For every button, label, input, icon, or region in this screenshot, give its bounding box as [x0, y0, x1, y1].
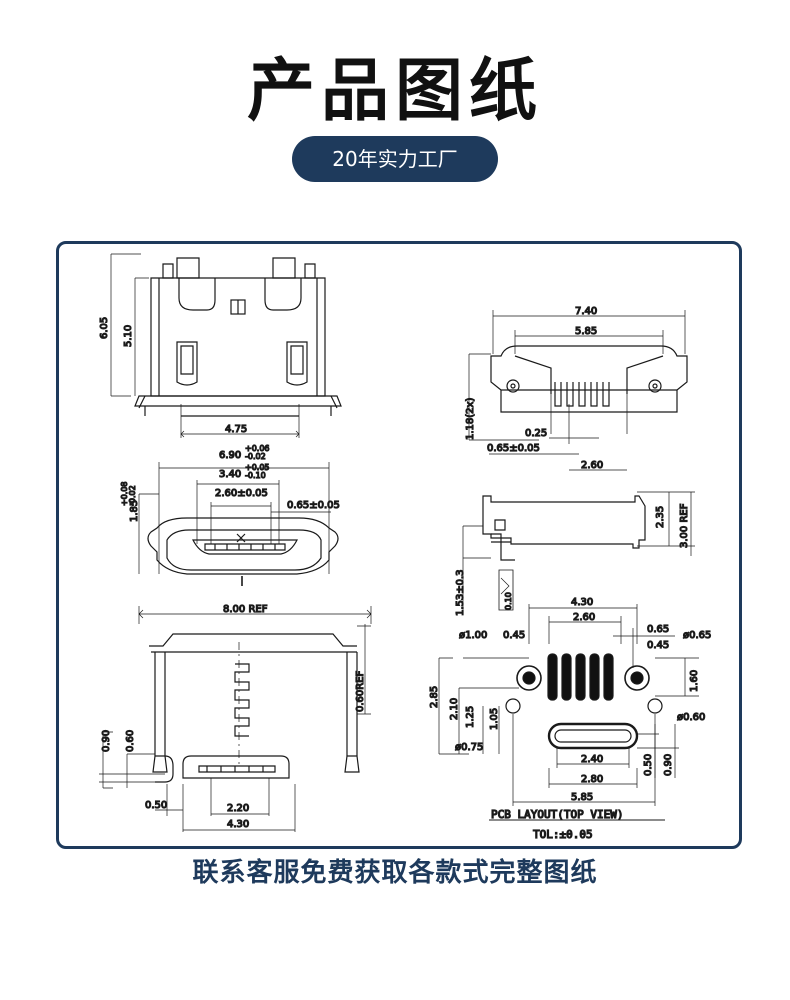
side-view — [99, 606, 372, 832]
dim-1.18: 1.18(2x) — [465, 398, 476, 440]
dim-6.90-tol-up: +0.06 — [245, 444, 270, 453]
dim-0.90: 0.90 — [101, 730, 112, 752]
page-title: 产品图纸 — [246, 52, 543, 131]
dim-2.35: 2.35 — [655, 506, 666, 528]
pcb-dim-0.50: 0.50 — [643, 754, 654, 776]
pcb-dim-2.60: 2.60 — [573, 612, 595, 623]
dim-4.30: 4.30 — [227, 819, 249, 830]
dim-3.40-tol-up: +0.05 — [245, 463, 270, 472]
dim-2.60-right: 2.60 — [581, 460, 603, 471]
pcb-tolerance-label: TOL:±0.05 — [533, 828, 593, 841]
pcb-dim-2.10: 2.10 — [449, 698, 460, 720]
pcb-dim-0.45-a: 0.45 — [503, 630, 525, 641]
dim-6.05: 6.05 — [99, 317, 110, 339]
dim-0.65-right: 0.65±0.05 — [487, 443, 540, 454]
dim-1.85-tol-up: +0.08 — [120, 481, 129, 506]
pcb-dim-4.30: 4.30 — [571, 597, 593, 608]
dim-0.25: 0.25 — [525, 428, 547, 439]
dim-1.85: 1.85 — [129, 500, 140, 522]
pcb-dim-2.85: 2.85 — [429, 686, 440, 708]
pcb-layout — [438, 604, 699, 821]
pcb-dim-phi-0.60: ø0.60 — [677, 712, 705, 723]
dim-0.60: 0.60 — [125, 730, 136, 752]
dim-4.75: 4.75 — [225, 424, 247, 435]
dim-3.00-ref: 3.00 REF — [679, 503, 690, 548]
dim-0.65: 0.65±0.05 — [287, 500, 340, 511]
pcb-dim-0.65: 0.65 — [647, 624, 669, 635]
dim-5.10: 5.10 — [123, 325, 134, 347]
bottom-view — [468, 310, 688, 471]
pcb-dim-1.05: 1.05 — [489, 708, 500, 730]
pcb-dim-1.25: 1.25 — [465, 706, 476, 728]
profile-view — [462, 491, 695, 614]
dim-6.90-tol-dn: -0.02 — [245, 452, 266, 461]
drawing-frame: 6.05 5.10 4.75 6.90 +0.06 -0.02 3.40 +0.… — [56, 241, 742, 849]
flatness-0.10: 0.10 — [504, 592, 513, 610]
dim-0.60ref: 0.60REF — [355, 670, 366, 712]
dim-5.85: 5.85 — [575, 326, 597, 337]
pcb-dim-0.90: 0.90 — [663, 754, 674, 776]
contact-footer: 联系客服免费获取各款式完整图纸 — [192, 858, 598, 888]
dim-1.53: 1.53±0.3 — [455, 569, 466, 616]
pcb-dim-phi-0.65: ø0.65 — [683, 630, 711, 641]
dim-3.40: 3.40 — [219, 469, 241, 480]
front-view — [110, 253, 342, 438]
pcb-dim-2.80: 2.80 — [581, 774, 603, 785]
end-view — [138, 462, 339, 586]
pcb-dim-0.45-b: 0.45 — [647, 640, 669, 651]
dim-2.20: 2.20 — [227, 803, 249, 814]
pcb-dim-2.40: 2.40 — [581, 754, 603, 765]
technical-drawing: 6.05 5.10 4.75 6.90 +0.06 -0.02 3.40 +0.… — [98, 253, 712, 842]
dim-1.85-tol-dn: -0.02 — [128, 485, 137, 506]
dim-6.90: 6.90 — [219, 450, 241, 461]
pcb-dim-phi-0.75: ø0.75 — [455, 742, 483, 753]
factory-badge: 20年实力工厂 — [292, 136, 498, 182]
pcb-layout-label: PCB LAYOUT(TOP VIEW) — [491, 808, 623, 821]
dim-8.00-ref: 8.00 REF — [223, 604, 268, 615]
pcb-dim-1.60: 1.60 — [689, 670, 700, 692]
pcb-dim-phi-1.00: ø1.00 — [459, 630, 487, 641]
dim-7.40: 7.40 — [575, 306, 597, 317]
dim-0.50: 0.50 — [145, 800, 167, 811]
dim-3.40-tol-dn: -0.10 — [245, 471, 266, 480]
pcb-dim-5.85: 5.85 — [571, 792, 593, 803]
dim-2.60: 2.60±0.05 — [215, 488, 268, 499]
